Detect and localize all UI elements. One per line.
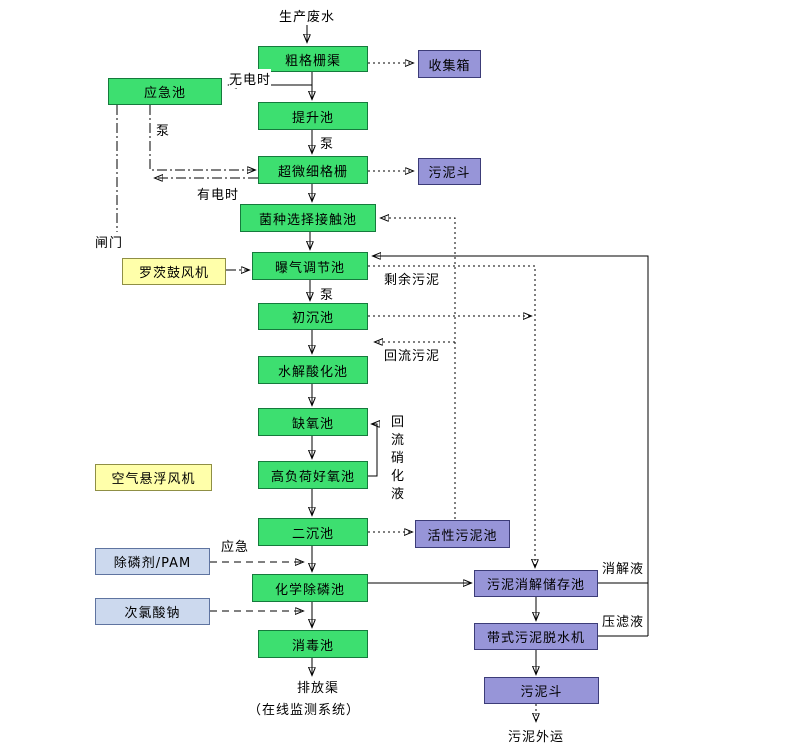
label-return-sludge: 回流污泥	[384, 345, 441, 364]
node-belt-dewatering-machine: 带式污泥脱水机	[474, 623, 598, 650]
label-pump-lift: 泵	[320, 133, 335, 152]
node-disinfection-pool: 消毒池	[258, 630, 368, 658]
node-roots-blower: 罗茨鼓风机	[122, 258, 226, 285]
label-gate: 闸门	[95, 232, 124, 251]
node-secondary-sedimentation: 二沉池	[258, 518, 368, 546]
label-powered: 有电时	[197, 184, 240, 203]
label-filtrate: 压滤液	[602, 611, 645, 630]
label-pump-emergency: 泵	[156, 120, 171, 139]
node-hydrolysis-pool: 水解酸化池	[258, 356, 368, 384]
node-phosphorus-agent: 除磷剂/PAM	[95, 548, 210, 575]
node-ultrafine-screen: 超微细格栅	[258, 156, 368, 184]
node-sludge-hopper-bottom: 污泥斗	[484, 677, 599, 704]
node-primary-sedimentation: 初沉池	[258, 303, 368, 330]
node-emergency-pool: 应急池	[108, 78, 222, 105]
node-air-blower: 空气悬浮风机	[95, 464, 212, 491]
node-contact-pool: 菌种选择接触池	[240, 204, 376, 232]
label-sludge-out: 污泥外运	[508, 726, 565, 745]
label-online-monitoring: （在线监测系统）	[248, 699, 361, 718]
node-aeration-pool: 曝气调节池	[252, 252, 368, 280]
node-chemical-phosphorus-pool: 化学除磷池	[252, 574, 368, 602]
label-excess-sludge: 剩余污泥	[384, 269, 441, 288]
node-aerobic-pool: 高负荷好氧池	[258, 461, 368, 489]
label-discharge-channel: 排放渠	[297, 677, 340, 696]
label-emergency: 应急	[221, 536, 250, 555]
label-influent: 生产废水	[279, 6, 336, 25]
label-pump-aeration: 泵	[320, 284, 335, 303]
label-no-power: 无电时	[229, 69, 272, 88]
node-sludge-hopper-top: 污泥斗	[418, 158, 481, 185]
node-activated-sludge-pool: 活性污泥池	[415, 520, 510, 548]
node-coarse-screen: 粗格栅渠	[258, 46, 368, 72]
label-digestion-liquid: 消解液	[602, 558, 645, 577]
node-lift-pool: 提升池	[258, 102, 368, 130]
node-sludge-digestion-storage: 污泥消解储存池	[474, 570, 598, 597]
node-anoxic-pool: 缺氧池	[258, 408, 368, 436]
node-collection-box: 收集箱	[418, 50, 481, 78]
node-sodium-hypochlorite: 次氯酸钠	[95, 598, 210, 625]
label-nitrification-return: 回流硝化液	[390, 415, 405, 502]
